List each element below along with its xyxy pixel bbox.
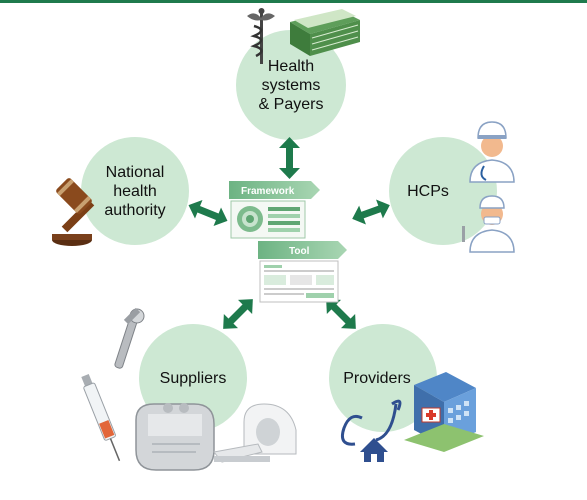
hip-implant-icon <box>114 307 145 369</box>
top-accent-bar <box>0 0 587 3</box>
arrow-suppliers-center <box>223 299 253 329</box>
node-hcps: HCPs <box>389 137 497 245</box>
node-label-hcps: HCPs <box>407 182 449 200</box>
surgeon-icon <box>462 195 515 253</box>
money-stack-icon <box>290 9 360 56</box>
node-label-suppliers: Suppliers <box>159 369 227 387</box>
tool-block: Tool <box>258 241 347 303</box>
caduceus-icon <box>247 8 275 64</box>
framework-block: Framework <box>229 181 320 239</box>
hospital-icon <box>404 372 484 452</box>
framework-label: Framework <box>241 186 295 197</box>
stethoscope-home-icon <box>340 399 402 462</box>
arrow-hcps-center <box>352 199 390 225</box>
tool-label: Tool <box>289 246 310 257</box>
arrow-providers-center <box>326 299 356 329</box>
arrow-authority-center <box>188 199 228 227</box>
node-label-authority: National health authority <box>104 163 166 219</box>
framework-banner <box>229 181 320 199</box>
tool-banner <box>258 241 347 259</box>
node-label-providers: Providers <box>343 369 411 387</box>
mri-scanner-icon <box>213 403 297 463</box>
arrow-payers-center <box>279 137 300 179</box>
pacemaker-icon <box>135 403 215 471</box>
gavel-icon <box>52 178 95 246</box>
nurse-icon <box>469 121 515 183</box>
node-national-health-authority: National health authority <box>81 137 189 245</box>
syringe-icon <box>81 373 121 462</box>
node-label-payers: Health systems & Payers <box>258 57 324 113</box>
